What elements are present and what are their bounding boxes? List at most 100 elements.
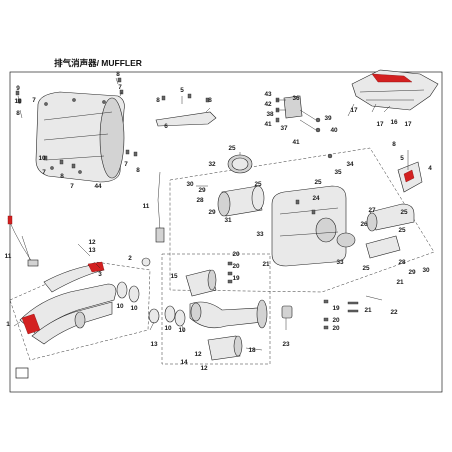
svg-text:13: 13 (88, 247, 96, 254)
svg-text:29: 29 (198, 187, 206, 194)
svg-text:19: 19 (332, 305, 340, 312)
svg-text:10: 10 (178, 327, 186, 334)
inlet-pipe-31 (217, 185, 265, 217)
svg-text:25: 25 (400, 209, 408, 216)
svg-text:12: 12 (200, 365, 208, 372)
svg-text:7: 7 (70, 183, 74, 190)
svg-text:8: 8 (16, 110, 20, 117)
gasket-9 (141, 257, 151, 267)
svg-text:12: 12 (194, 351, 202, 358)
svg-text:31: 31 (224, 217, 232, 224)
svg-text:26: 26 (360, 221, 368, 228)
leader-lines (13, 77, 409, 351)
tail-pipe-27 (366, 203, 415, 232)
svg-text:5: 5 (180, 87, 184, 94)
svg-text:27: 27 (368, 207, 376, 214)
muffler-body (271, 185, 347, 267)
svg-text:21: 21 (262, 261, 270, 268)
rear-heat-shield-17 (351, 69, 439, 111)
svg-text:35: 35 (334, 169, 342, 176)
svg-text:1: 1 (6, 321, 10, 328)
svg-text:8: 8 (208, 97, 212, 104)
svg-text:8: 8 (156, 97, 160, 104)
svg-text:28: 28 (196, 197, 204, 204)
svg-text:34: 34 (346, 161, 354, 168)
outlet-clamp-28 (336, 232, 401, 259)
svg-text:10: 10 (38, 155, 46, 162)
svg-text:41: 41 (264, 121, 272, 128)
svg-text:11: 11 (5, 253, 12, 260)
svg-text:7: 7 (42, 169, 46, 176)
svg-text:2: 2 (128, 255, 132, 262)
svg-text:10: 10 (130, 305, 138, 312)
svg-text:44: 44 (94, 183, 102, 190)
svg-text:21: 21 (364, 307, 372, 314)
svg-text:17: 17 (376, 121, 384, 128)
svg-text:22: 22 (390, 309, 398, 316)
svg-text:19: 19 (232, 275, 240, 282)
svg-text:30: 30 (186, 181, 194, 188)
oxygen-sensor-11-lower (7, 215, 39, 267)
svg-text:3: 3 (98, 271, 102, 278)
svg-text:37: 37 (280, 125, 288, 132)
outer-frame (9, 71, 443, 393)
svg-text:4: 4 (428, 165, 432, 172)
svg-text:8: 8 (60, 173, 64, 180)
svg-text:33: 33 (336, 259, 344, 266)
svg-text:42: 42 (264, 101, 272, 108)
svg-text:36: 36 (292, 95, 300, 102)
header-heat-shield-3 (43, 261, 105, 293)
svg-text:17: 17 (404, 121, 412, 128)
svg-text:11: 11 (143, 203, 150, 210)
svg-text:25: 25 (362, 265, 370, 272)
svg-text:25: 25 (398, 227, 406, 234)
svg-text:20: 20 (232, 263, 240, 270)
hanger-bracket-4 (327, 153, 423, 193)
svg-text:14: 14 (180, 359, 188, 366)
svg-text:32: 32 (208, 161, 216, 168)
svg-text:29: 29 (408, 269, 416, 276)
catalyst-outline (161, 253, 271, 365)
svg-text:24: 24 (312, 195, 320, 202)
svg-text:8: 8 (392, 141, 396, 148)
svg-text:5: 5 (400, 155, 404, 162)
svg-text:28: 28 (398, 259, 406, 266)
svg-text:7: 7 (118, 84, 122, 91)
svg-text:18: 18 (248, 347, 256, 354)
oxygen-sensor-11-upper (155, 171, 165, 243)
svg-text:20: 20 (332, 317, 340, 324)
svg-text:23: 23 (282, 341, 290, 348)
reference-box (15, 367, 29, 379)
svg-text:12: 12 (88, 239, 96, 246)
svg-text:8: 8 (116, 71, 120, 78)
bolts-lower-right (227, 261, 359, 330)
svg-text:10: 10 (116, 303, 124, 310)
gaskets-10 (116, 281, 186, 327)
svg-text:10: 10 (164, 325, 172, 332)
bolts-left-group (15, 77, 138, 169)
svg-text:15: 15 (170, 273, 178, 280)
y-pipe (189, 299, 268, 329)
svg-text:38: 38 (266, 111, 274, 118)
callout-numbers: 9 10 8 7 8 7 10 7 8 7 44 7 8 5 8 8 6 43 … (5, 71, 433, 372)
svg-text:20: 20 (332, 325, 340, 332)
catalyst-15 (185, 269, 217, 297)
svg-text:21: 21 (396, 279, 404, 286)
svg-text:39: 39 (324, 115, 332, 122)
svg-text:40: 40 (330, 127, 338, 134)
plug-23 (281, 305, 293, 319)
svg-text:43: 43 (264, 91, 272, 98)
svg-text:17: 17 (350, 107, 358, 114)
svg-text:16: 16 (390, 119, 398, 126)
heat-shield-44 (35, 91, 125, 183)
svg-text:7: 7 (124, 161, 128, 168)
svg-text:13: 13 (150, 341, 158, 348)
clamp-32 (227, 154, 253, 174)
svg-text:29: 29 (208, 209, 216, 216)
svg-text:25: 25 (228, 145, 236, 152)
svg-text:6: 6 (164, 123, 168, 130)
bracket-6 (155, 93, 217, 127)
header-pipe-outline (9, 261, 151, 361)
diagram-title: 排气消声器/ MUFFLER (54, 58, 142, 68)
